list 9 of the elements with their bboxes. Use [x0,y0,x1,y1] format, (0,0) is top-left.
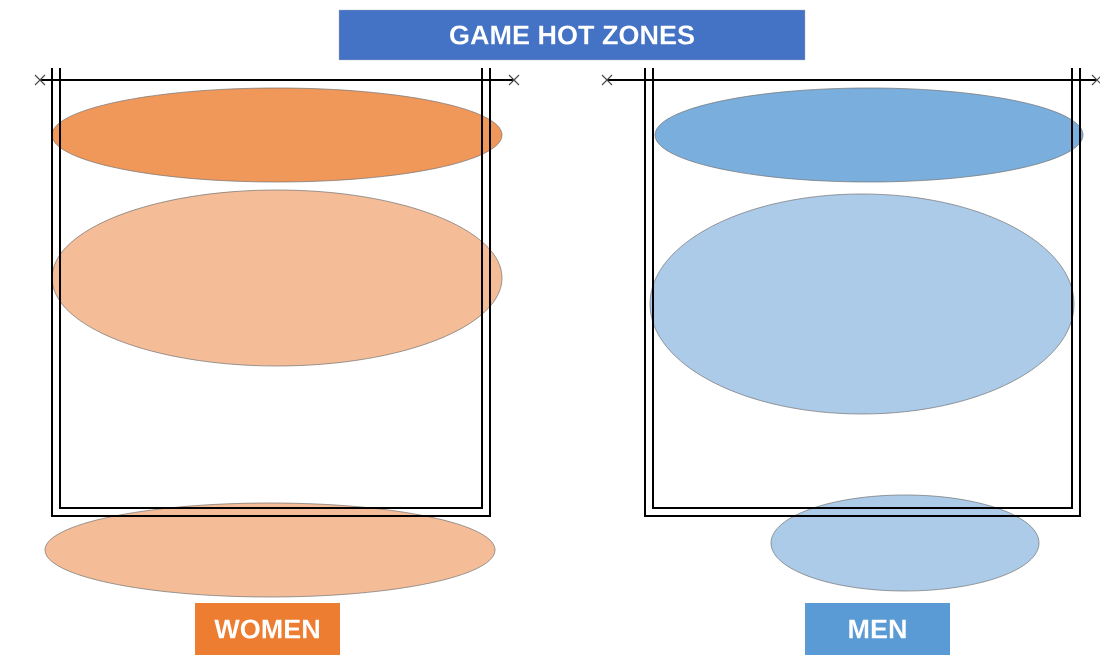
title-banner: GAME HOT ZONES [338,9,806,61]
label-box: WOMEN [195,603,340,655]
hot-zone-ellipse [654,87,1084,183]
hot-zone-ellipse [649,193,1075,415]
hot-zone-ellipse [770,494,1040,592]
hot-zone-ellipse [51,189,503,367]
label-box: MEN [805,603,950,655]
hot-zone-ellipse [51,87,503,183]
hot-zone-ellipse [44,502,496,598]
